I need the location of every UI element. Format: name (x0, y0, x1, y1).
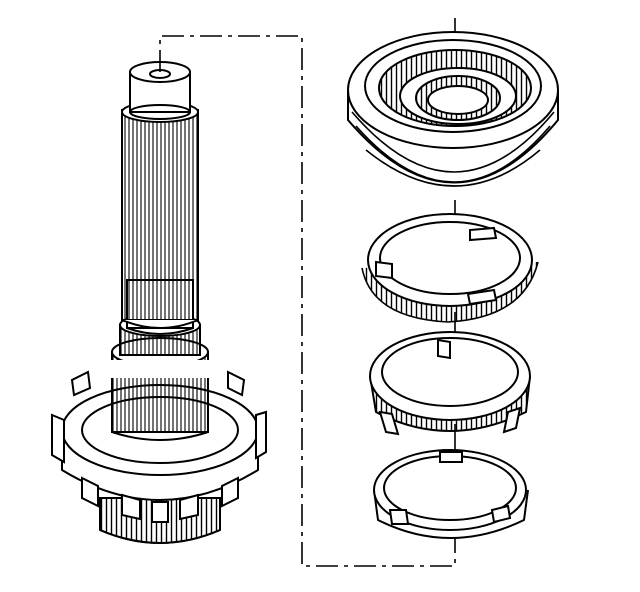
assembly-leader-line (159, 35, 456, 567)
middle-cone-ring (369, 331, 531, 436)
synchronizer-sleeve (347, 31, 559, 187)
main-shaft (51, 61, 267, 544)
outer-blocker-ring (361, 213, 539, 323)
shaft-lower-splines (110, 313, 210, 441)
shaft-main-splines (121, 101, 199, 329)
inner-blocker-ring (373, 449, 529, 539)
